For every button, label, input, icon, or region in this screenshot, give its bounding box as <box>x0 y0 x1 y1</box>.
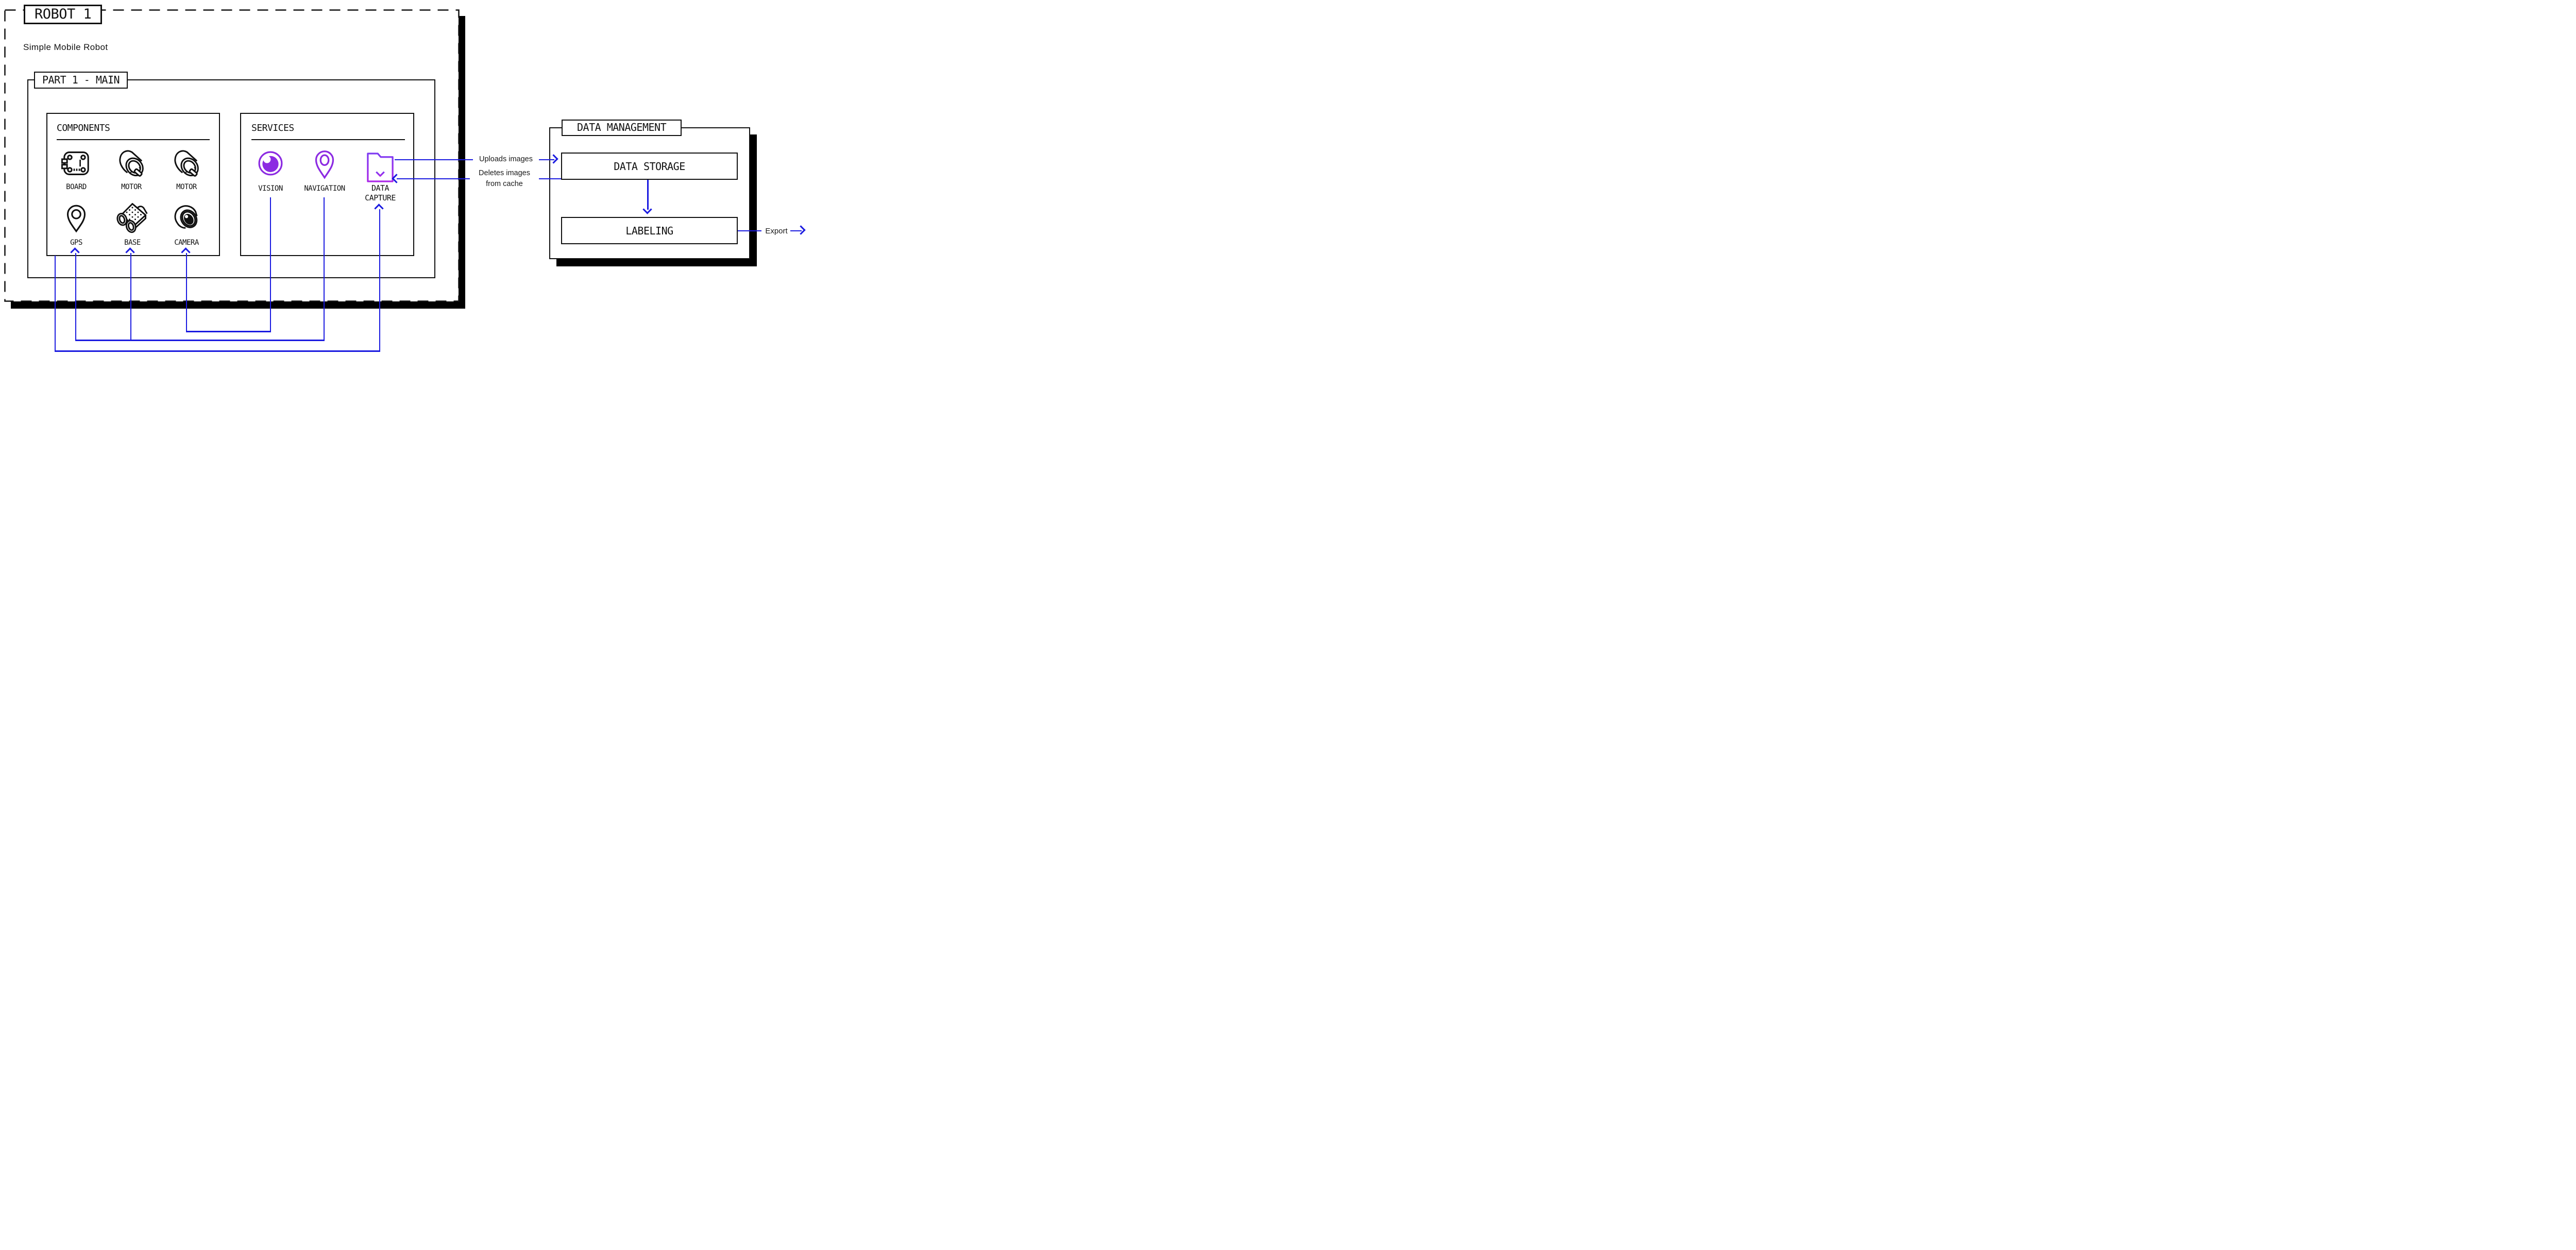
motor-icon <box>119 150 144 177</box>
data-storage-box: DATA STORAGE <box>561 153 738 180</box>
camera-lens-icon <box>174 205 198 229</box>
robot-shadow-bottom <box>11 301 465 309</box>
components-title: COMPONENTS <box>57 123 110 133</box>
dm-shadow-bottom <box>556 259 757 266</box>
service-label: NAVIGATION <box>304 184 345 193</box>
deletes-line-right <box>539 178 561 179</box>
robot-subtitle: Simple Mobile Robot <box>23 42 108 52</box>
component-label: MOTOR <box>176 183 197 191</box>
deletes-label-line1: Deletes images <box>479 169 530 177</box>
robot-title-box: ROBOT 1 <box>24 5 103 24</box>
labeling-label: LABELING <box>625 224 673 237</box>
motor-icon <box>174 150 199 177</box>
uploads-line-left <box>395 159 473 160</box>
component-label: MOTOR <box>121 183 142 191</box>
services-underline <box>251 139 405 140</box>
storage-to-labeling-line <box>647 180 649 210</box>
part1-title: PART 1 - MAIN <box>42 74 120 86</box>
service-label-line1: DATA <box>371 183 389 193</box>
services-title: SERVICES <box>251 123 294 133</box>
diagram-canvas: ROBOT 1 Simple Mobile Robot PART 1 - MAI… <box>0 0 808 353</box>
components-capture-hline <box>54 350 381 352</box>
vision-down-line <box>269 197 272 332</box>
component-label: CAMERA <box>174 239 199 247</box>
part1-title-box: PART 1 - MAIN <box>34 72 128 89</box>
export-line-left <box>738 230 761 231</box>
data-management-title: DATA MANAGEMENT <box>577 121 667 133</box>
component-label: BOARD <box>66 183 87 191</box>
base-up-line <box>130 253 132 341</box>
labeling-box: LABELING <box>561 217 738 244</box>
components-underline <box>57 139 210 140</box>
dm-shadow-right <box>750 134 757 266</box>
rover-base-icon <box>116 203 148 233</box>
components-down-line <box>54 256 56 351</box>
component-label: BASE <box>124 239 141 247</box>
robot-title: ROBOT 1 <box>35 6 92 22</box>
navigation-pin-icon <box>315 150 334 179</box>
navigation-down-line <box>323 197 325 341</box>
service-label: VISION <box>258 184 283 193</box>
circuit-board-icon <box>61 151 89 175</box>
data-storage-label: DATA STORAGE <box>614 160 685 173</box>
robot-dashed-border <box>4 9 460 302</box>
folder-download-icon <box>367 153 394 182</box>
robot-shadow-right <box>459 16 465 309</box>
deletes-label-line2: from cache <box>486 180 523 188</box>
gps-up-line <box>75 253 77 341</box>
camera-up-line <box>185 253 188 332</box>
vision-eye-icon <box>258 151 283 176</box>
export-label: Export <box>765 227 788 235</box>
service-label-line2: CAPTURE <box>365 193 396 202</box>
component-label: GPS <box>70 239 82 247</box>
gps-pin-icon <box>66 205 86 233</box>
services-box <box>240 113 414 256</box>
uploads-label: Uploads images <box>479 155 533 163</box>
vision-camera-hline <box>185 331 272 332</box>
capture-up-line <box>379 209 381 351</box>
data-management-title-box: DATA MANAGEMENT <box>562 120 682 136</box>
export-arrowhead <box>796 225 806 235</box>
navigation-gps-hline <box>75 340 325 341</box>
export-line-right <box>790 230 802 231</box>
deletes-line-left <box>397 178 470 179</box>
uploads-line-right <box>539 159 554 160</box>
